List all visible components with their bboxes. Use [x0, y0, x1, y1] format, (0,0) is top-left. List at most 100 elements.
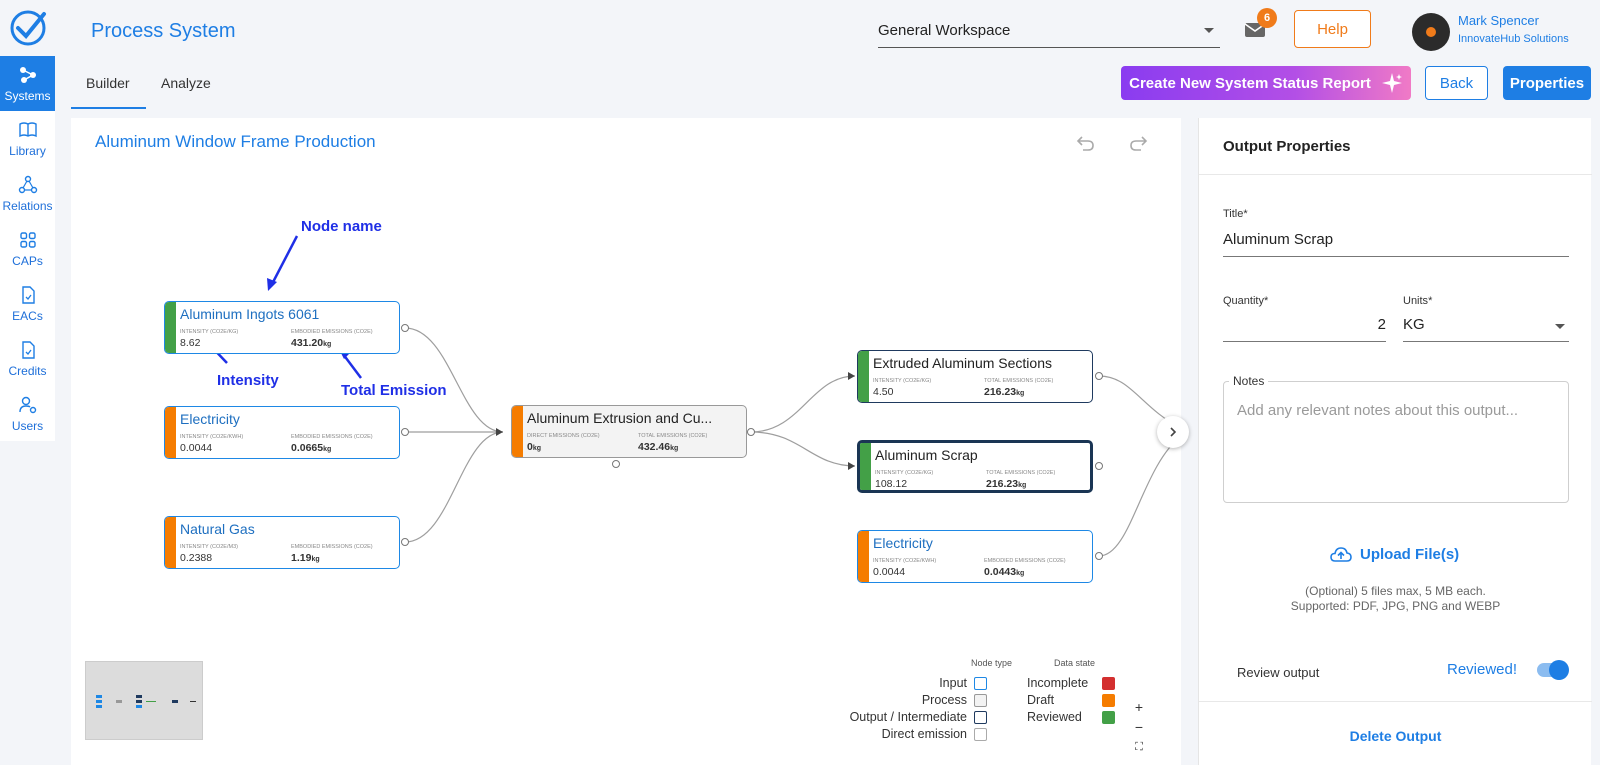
- credit-doc-icon: [21, 340, 35, 359]
- relations-icon: [18, 175, 37, 193]
- sidebar-item-eacs[interactable]: EACs: [0, 276, 55, 331]
- units-select[interactable]: KG: [1403, 316, 1425, 333]
- intensity-value: 0.0044: [180, 442, 213, 454]
- zoom-out-button[interactable]: −: [1134, 719, 1144, 735]
- emissions-label: EMBODIED EMISSIONS (CO2e): [291, 434, 373, 440]
- toggle-thumb: [1549, 660, 1569, 680]
- emissions-label: EMBODIED EMISSIONS (CO2e): [291, 544, 373, 550]
- fit-view-button[interactable]: ⛶: [1135, 741, 1143, 753]
- node-name: Extruded Aluminum Sections: [873, 355, 1052, 371]
- output-handle[interactable]: [747, 428, 755, 436]
- node-name: Aluminum Scrap: [875, 447, 978, 463]
- arrow-head: [848, 372, 855, 380]
- legend-direct-swatch: [974, 728, 987, 741]
- data-state-bar-reviewed: [858, 351, 869, 402]
- sparkle-icon: [1381, 73, 1402, 93]
- redo-icon[interactable]: [1129, 133, 1149, 153]
- output-handle[interactable]: [401, 538, 409, 546]
- minimap[interactable]: [85, 661, 203, 740]
- legend-data-state-heading: Data state: [1054, 658, 1096, 668]
- upload-formats-note: Supported: PDF, JPG, PNG and WEBP: [1290, 599, 1501, 613]
- edge-gas-to-process: [404, 431, 504, 543]
- intensity-label: INTENSITY (CO2e/kwh): [873, 558, 937, 564]
- sidebar-item-caps[interactable]: CAPs: [0, 221, 55, 276]
- tab-builder[interactable]: Builder: [86, 75, 130, 91]
- undo-icon[interactable]: [1075, 133, 1095, 153]
- node-input-electricity-2[interactable]: Electricity INTENSITY (CO2e/kwh) 0.0044 …: [857, 530, 1093, 583]
- data-state-bar-draft: [165, 407, 176, 458]
- annotation-intensity: Intensity: [217, 372, 279, 389]
- grid-icon: [19, 231, 36, 248]
- data-state-bar-reviewed: [860, 443, 871, 490]
- chevron-down-icon[interactable]: [1555, 324, 1565, 329]
- total-emissions-label: TOTAL EMISSIONS (CO2e): [984, 378, 1054, 384]
- node-input-aluminum-ingots[interactable]: Aluminum Ingots 6061 INTENSITY (CO2e/KG)…: [164, 301, 400, 354]
- sidebar-item-label: Systems: [4, 88, 51, 103]
- sidebar-item-relations[interactable]: Relations: [0, 166, 55, 221]
- output-handle[interactable]: [1095, 552, 1103, 560]
- node-name: Natural Gas: [180, 521, 255, 537]
- node-process-extrusion[interactable]: Aluminum Extrusion and Cu... DIRECT EMIS…: [511, 405, 747, 458]
- zoom-in-button[interactable]: +: [1134, 699, 1144, 715]
- quantity-field[interactable]: 2: [1377, 316, 1386, 333]
- total-emissions-label: TOTAL EMISSIONS (CO2e): [986, 470, 1056, 476]
- document-icon: [21, 285, 35, 304]
- units-field-label: Units*: [1403, 295, 1433, 307]
- annotation-node-name: Node name: [301, 218, 382, 235]
- annotation-arrow-total: [342, 353, 362, 379]
- units-field-underline: [1403, 341, 1569, 342]
- create-status-report-button[interactable]: Create New System Status Report: [1121, 66, 1411, 100]
- process-canvas[interactable]: Aluminum Window Frame Production: [71, 118, 1189, 765]
- output-handle[interactable]: [401, 324, 409, 332]
- sidebar-item-label: Credits: [8, 363, 47, 378]
- divider: [1199, 701, 1592, 702]
- title-field-underline: [1223, 256, 1569, 257]
- help-button[interactable]: Help: [1294, 10, 1371, 48]
- divider: [1199, 174, 1592, 175]
- system-title: Aluminum Window Frame Production: [95, 132, 376, 151]
- tab-analyze[interactable]: Analyze: [161, 75, 211, 91]
- delete-output-button[interactable]: Delete Output: [1349, 728, 1442, 744]
- output-handle[interactable]: [1095, 462, 1103, 470]
- legend-draft-swatch: [1102, 694, 1115, 707]
- upload-files-button[interactable]: Upload File(s): [1330, 546, 1459, 563]
- emissions-value: 431.20kg: [291, 337, 332, 349]
- node-input-electricity[interactable]: Electricity INTENSITY (CO2e/kwh) 0.0044 …: [164, 406, 400, 459]
- notes-field[interactable]: [1223, 381, 1569, 503]
- output-handle[interactable]: [1095, 372, 1103, 380]
- legend-incomplete-swatch: [1102, 677, 1115, 690]
- sidebar-item-users[interactable]: Users: [0, 386, 55, 441]
- user-name[interactable]: Mark Spencer: [1458, 13, 1539, 28]
- collapse-panel-button[interactable]: [1157, 416, 1189, 448]
- app-logo-icon[interactable]: [8, 8, 48, 48]
- intensity-label: INTENSITY (CO2e/m3): [180, 544, 238, 550]
- workspace-select[interactable]: General Workspace: [878, 14, 1220, 48]
- total-emissions-value: 216.23kg: [984, 386, 1025, 398]
- sidebar-item-credits[interactable]: Credits: [0, 331, 55, 386]
- node-output-aluminum-scrap[interactable]: Aluminum Scrap INTENSITY (CO2e/KG) 108.1…: [857, 440, 1093, 493]
- direct-emissions-label: DIRECT EMISSIONS (CO2e): [527, 433, 600, 439]
- sidebar-item-systems[interactable]: Systems: [0, 56, 55, 111]
- avatar[interactable]: [1412, 13, 1450, 51]
- intensity-label: INTENSITY (CO2e/KG): [875, 470, 934, 476]
- output-handle[interactable]: [401, 428, 409, 436]
- properties-button[interactable]: Properties: [1503, 66, 1591, 100]
- node-output-extruded-sections[interactable]: Extruded Aluminum Sections INTENSITY (CO…: [857, 350, 1093, 403]
- back-button[interactable]: Back: [1425, 66, 1488, 100]
- emissions-value: 0.0443kg: [984, 566, 1025, 578]
- legend-process-label: Process: [921, 693, 967, 707]
- node-input-natural-gas[interactable]: Natural Gas INTENSITY (CO2e/m3) 0.2388 E…: [164, 516, 400, 569]
- avatar-logo-icon: [1426, 27, 1436, 37]
- title-field-label: Title*: [1223, 208, 1248, 220]
- sidebar-item-library[interactable]: Library: [0, 111, 55, 166]
- title-field[interactable]: Aluminum Scrap: [1223, 231, 1334, 248]
- node-name: Aluminum Ingots 6061: [180, 306, 320, 322]
- legend-output-label: Output / Intermediate: [849, 710, 967, 724]
- review-toggle[interactable]: [1537, 660, 1569, 680]
- total-emissions-value: 432.46kg: [638, 441, 679, 453]
- zoom-controls: + − ⛶: [1128, 698, 1150, 756]
- sidebar-item-label: Users: [11, 418, 44, 433]
- direct-emission-handle[interactable]: [612, 460, 620, 468]
- emissions-label: EMBODIED EMISSIONS (CO2e): [984, 558, 1066, 564]
